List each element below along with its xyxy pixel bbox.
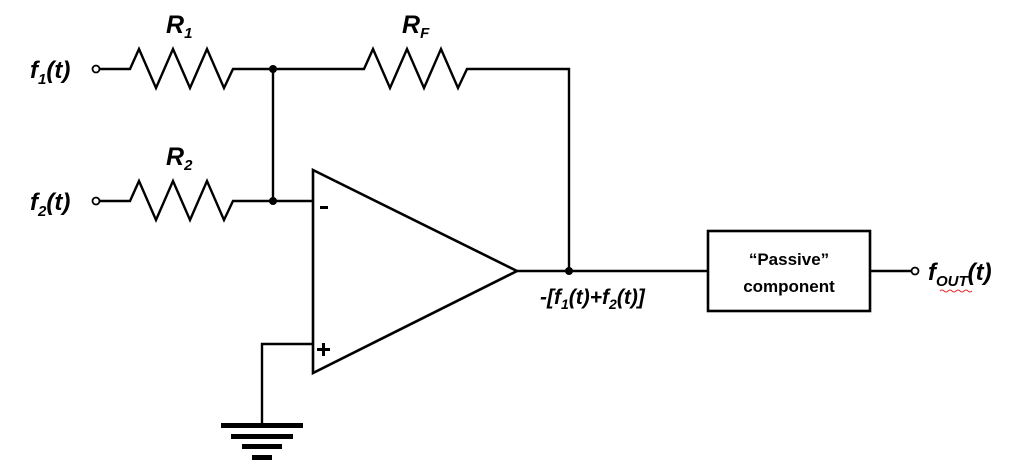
input-terminal-f1	[91, 64, 101, 74]
resistor-rf	[273, 45, 571, 271]
spellcheck-underline	[939, 289, 973, 293]
block-label-line1: “Passive”	[749, 250, 829, 269]
ground-wire	[260, 342, 313, 425]
inverting-sign	[320, 206, 328, 209]
resistor-label-r2: R2	[166, 143, 193, 174]
passive-component-block	[706, 229, 872, 313]
ground-icon	[221, 423, 303, 460]
input-label-f1: f1(t)	[30, 57, 70, 88]
resistor-r2	[100, 177, 313, 224]
input-terminal-f2	[91, 196, 101, 206]
summing-output-label: -[f1(t)+f2(t)]	[540, 286, 646, 312]
resistor-r1	[100, 45, 273, 92]
output-terminal	[910, 266, 920, 276]
output-label-fout: fOUT(t)	[928, 259, 992, 290]
junction-dot-bottom	[269, 197, 277, 205]
resistor-label-rf: RF	[402, 11, 430, 42]
opamp-triangle	[311, 167, 520, 376]
resistor-label-r1: R1	[166, 11, 192, 42]
output-junction-dot	[565, 267, 573, 275]
block-label-line2: component	[743, 277, 835, 296]
input-label-f2: f2(t)	[30, 189, 70, 220]
noninverting-sign	[317, 343, 330, 356]
